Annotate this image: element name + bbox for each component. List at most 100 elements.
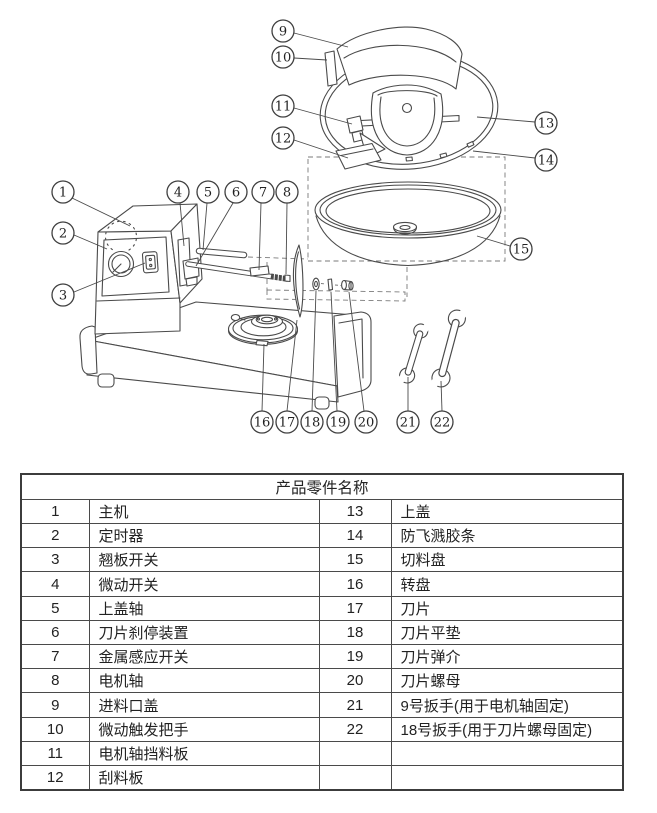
callout-12: 12: [271, 126, 295, 150]
lid-assembly: [319, 26, 499, 170]
rubber-strip-clip: [466, 140, 475, 148]
svg-text:5: 5: [204, 186, 212, 201]
turntable: [227, 313, 299, 347]
motor-shaft: [185, 261, 291, 283]
callout-13: 13: [534, 111, 558, 135]
feed-port-cover: [336, 26, 463, 90]
part-name-cell: 金属感应开关: [88, 644, 320, 670]
machine-foot: [314, 396, 330, 410]
trigger-handle: [324, 50, 338, 87]
part-name-cell: 上盖: [390, 498, 624, 524]
part-number-cell: 21: [318, 692, 392, 718]
part-number-cell: 16: [318, 571, 392, 597]
part-number-cell: 19: [318, 644, 392, 670]
rocker-switch: [141, 251, 159, 274]
part-name-cell: 刮料板: [88, 765, 320, 791]
svg-text:17: 17: [279, 416, 296, 431]
part-number-cell: 13: [318, 498, 392, 524]
svg-text:2: 2: [59, 227, 67, 242]
blade-washer: [312, 277, 320, 291]
blade: [292, 244, 304, 318]
part-name-cell: 刀片螺母: [390, 668, 624, 694]
callout-20: 20: [354, 410, 378, 434]
callout-10: 10: [271, 45, 295, 69]
part-name-cell: 电机轴挡料板: [88, 740, 320, 767]
svg-text:1: 1: [59, 186, 67, 201]
blade-nut: [341, 279, 354, 291]
svg-text:13: 13: [538, 117, 555, 132]
callout-2: 2: [51, 221, 75, 245]
part-number-cell: 15: [318, 547, 392, 573]
svg-text:14: 14: [538, 154, 555, 169]
svg-text:19: 19: [330, 416, 347, 431]
part-name-cell: 切料盘: [390, 547, 624, 573]
part-number-cell: 9: [20, 692, 90, 718]
svg-text:9: 9: [279, 25, 287, 40]
svg-text:10: 10: [275, 51, 292, 66]
part-name-cell: 9号扳手(用于电机轴固定): [390, 692, 624, 718]
part-name-cell: [390, 740, 624, 767]
svg-text:8: 8: [283, 186, 291, 201]
wrench-18: [428, 308, 469, 389]
part-name-cell: 上盖轴: [88, 595, 320, 621]
leader-lines: [71, 32, 536, 412]
svg-text:20: 20: [358, 416, 375, 431]
svg-text:6: 6: [232, 186, 240, 201]
callout-7: 7: [251, 180, 275, 204]
callout-6: 6: [224, 180, 248, 204]
wrench-9: [396, 322, 432, 385]
table-title: 产品零件名称: [20, 473, 624, 500]
part-name-cell: [390, 765, 624, 791]
part-number-cell: [318, 765, 392, 791]
callout-17: 17: [275, 410, 299, 434]
part-number-cell: [318, 740, 392, 767]
part-name-cell: 主机: [88, 498, 320, 524]
machine-foot: [97, 373, 115, 388]
callout-21: 21: [396, 410, 420, 434]
part-name-cell: 微动触发把手: [88, 716, 320, 742]
callout-16: 16: [250, 410, 274, 434]
shaft-baffle-plate: [346, 115, 364, 134]
machine-housing: [94, 203, 203, 335]
callout-14: 14: [534, 148, 558, 172]
part-name-cell: 电机轴: [88, 668, 320, 694]
part-number-cell: 22: [318, 716, 392, 742]
callout-balloons: 1 2 3 4 5 6 7 8 9 10 11 12 13 14 15 16 1…: [51, 19, 558, 434]
part-number-cell: 2: [20, 522, 90, 549]
callout-18: 18: [300, 410, 324, 434]
callout-9: 9: [271, 19, 295, 43]
part-number-cell: 7: [20, 644, 90, 670]
part-number-cell: 6: [20, 619, 90, 646]
parts-exploded-diagram: 1 2 3 4 5 6 7 8 9 10 11 12 13 14 15 16 1…: [51, 19, 558, 434]
callout-8: 8: [275, 180, 299, 204]
part-number-cell: 8: [20, 668, 90, 694]
callout-19: 19: [326, 410, 350, 434]
part-name-cell: 转盘: [390, 571, 624, 597]
svg-text:3: 3: [59, 289, 67, 304]
callout-11: 11: [271, 94, 295, 118]
part-name-cell: 刀片: [390, 595, 624, 621]
part-name-cell: 18号扳手(用于刀片螺母固定): [390, 716, 624, 742]
callout-15: 15: [509, 237, 533, 261]
callout-3: 3: [51, 283, 75, 307]
svg-text:22: 22: [434, 416, 451, 431]
callout-1: 1: [51, 180, 75, 204]
callout-22: 22: [430, 410, 454, 434]
svg-text:7: 7: [259, 186, 267, 201]
svg-text:15: 15: [513, 243, 530, 258]
part-number-cell: 5: [20, 595, 90, 621]
part-number-cell: 18: [318, 619, 392, 646]
rubber-strip-clip: [405, 156, 413, 162]
